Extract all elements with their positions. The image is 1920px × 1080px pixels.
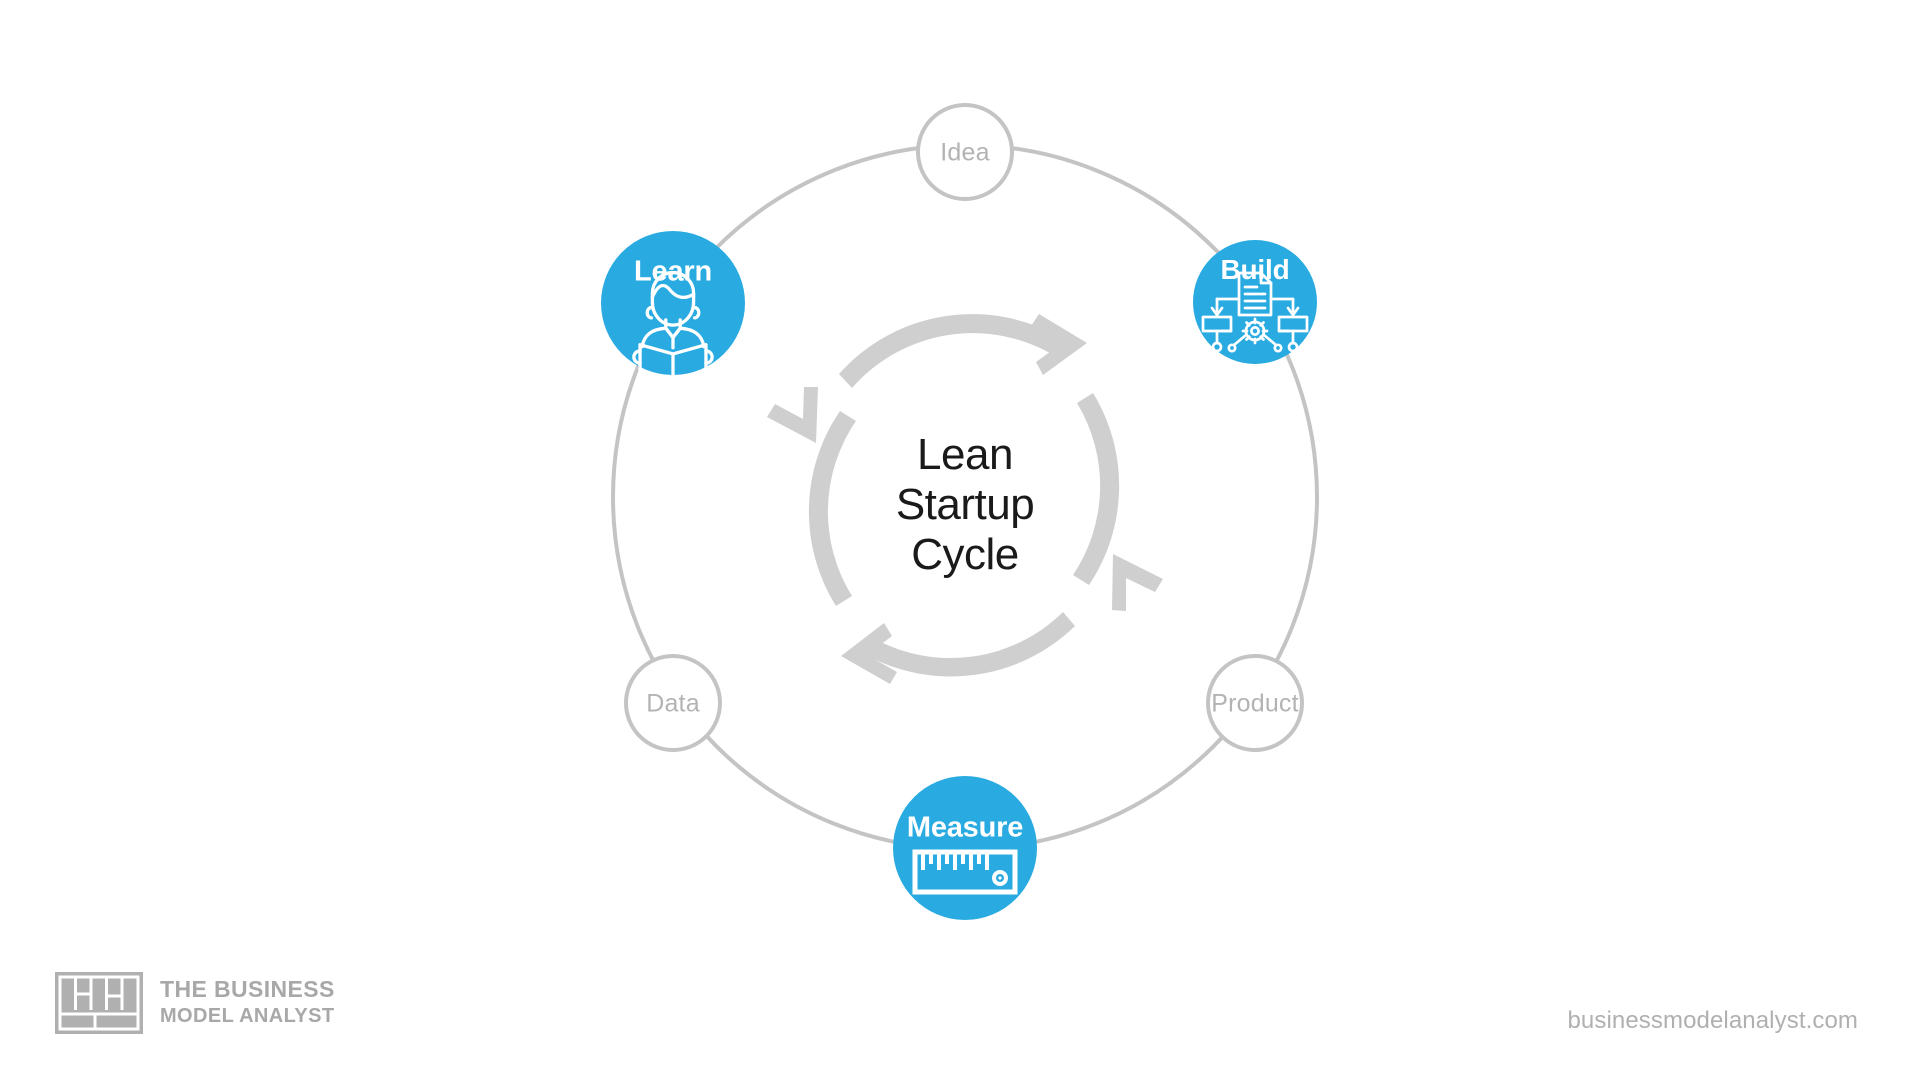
brand-line-2: MODEL ANALYST [160, 1005, 335, 1027]
center-title-line-3: Cycle [911, 530, 1019, 579]
cycle-arrow-top [839, 314, 1087, 388]
milestone-circle-idea [916, 103, 1014, 201]
milestone-circle-data [624, 654, 722, 752]
business-model-canvas-grid-icon [55, 972, 143, 1034]
cycle-arrow-right [1073, 393, 1163, 611]
center-title-line-1: Lean [917, 430, 1013, 479]
workflow-document-gear-icon [1201, 271, 1309, 353]
center-title-line-2: Startup [895, 480, 1035, 529]
brand-wordmark: THE BUSINESS MODEL ANALYST [160, 976, 335, 1030]
person-reading-book-icon [632, 270, 714, 383]
milestone-node-product[interactable] [1206, 654, 1304, 752]
brand-logo: THE BUSINESS MODEL ANALYST [55, 972, 335, 1034]
stage-circle-measure [893, 776, 1037, 920]
cycle-arrow-left [767, 387, 856, 606]
diagram-center-title: Lean Startup Cycle [895, 430, 1035, 580]
milestone-circle-product [1206, 654, 1304, 752]
cycle-arrows-group [767, 314, 1163, 684]
milestone-node-data[interactable] [624, 654, 722, 752]
cycle-arrow-bottom [841, 612, 1075, 684]
site-url-label: businessmodelanalyst.com [1567, 1007, 1858, 1034]
milestone-node-idea[interactable] [916, 103, 1014, 201]
ruler-icon [912, 849, 1018, 895]
brand-line-1: THE BUSINESS [160, 976, 335, 1002]
stage-node-learn[interactable] [601, 231, 745, 383]
stage-node-measure[interactable] [893, 776, 1037, 920]
stage-circle-learn [601, 231, 745, 375]
stage-node-build[interactable] [1193, 240, 1317, 364]
